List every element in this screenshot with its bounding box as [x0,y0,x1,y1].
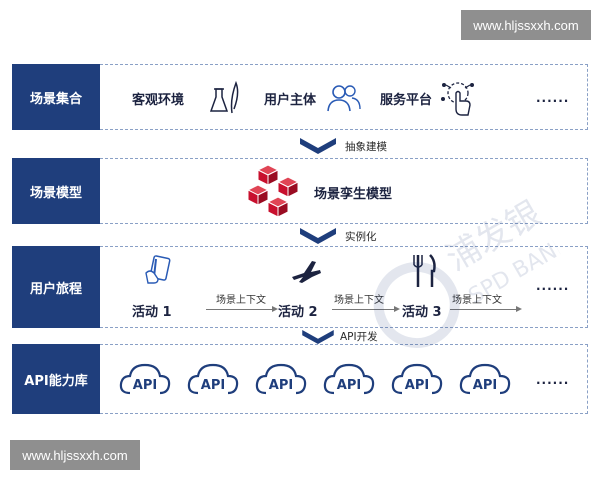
activity-1: 活动 1 [132,305,172,320]
api-label: API [405,378,429,393]
row-api-library: API能力库 API API API API API API ...... [12,344,588,414]
cloud-icon: API [323,363,375,395]
cloud-icon: API [255,363,307,395]
activity-2: 活动 2 [278,305,318,320]
cube-stack-icon [248,164,300,218]
context-label-3: 场景上下文 [452,295,502,306]
connector-abstract-modeling: 抽象建模 [345,141,387,153]
more-ellipsis: ...... [536,373,570,387]
flask-feather-icon [210,80,239,114]
row-scene-collection: 场景集合 客观环境 用户主体 服务平台 ...... [12,64,588,130]
fork-knife-icon [413,254,436,287]
api-cloud-item: API [458,361,512,399]
api-cloud-item: API [254,361,308,399]
row-label-user-journey: 用户旅程 [12,246,100,328]
row-label-scene-collection: 场景集合 [12,64,100,130]
item-user-subject: 用户主体 [264,93,317,108]
row-scene-model: 场景模型 场景孪生模型 [12,158,588,224]
api-cloud-item: API [186,361,240,399]
connector-api-development: API开发 [340,331,378,343]
arrow-right-icon [272,306,278,312]
api-label: API [201,378,225,393]
watermark-top: www.hljssxxh.com [461,10,591,40]
arrow-line [450,309,518,310]
api-cloud-item: API [322,361,376,399]
cloud-icon: API [187,363,239,395]
arrow-right-icon [516,306,522,312]
card-payment-icon [145,255,171,284]
watermark-bottom: www.hljssxxh.com [10,440,140,470]
connector-instantiation: 实例化 [345,231,377,243]
chevron-down-icon [300,138,336,154]
api-label: API [473,378,497,393]
cloud-icon: API [119,363,171,395]
item-scene-twin-model: 场景孪生模型 [314,187,393,202]
activity-3: 活动 3 [402,305,442,320]
chevron-down-icon [300,228,336,244]
api-label: API [133,378,157,393]
row-user-journey: 用户旅程 活动 1 场景上下文 活动 2 场景上下文 活动 3 场景上下文 ..… [12,246,588,328]
arrow-right-icon [394,306,400,312]
api-label: API [269,378,293,393]
panel-api-library: API API API API API API ...... [100,344,588,414]
touch-tech-icon [441,82,474,116]
item-objective-environment: 客观环境 [132,93,185,108]
arrow-line [332,309,396,310]
context-label-2: 场景上下文 [334,295,384,306]
row-label-scene-model: 场景模型 [12,158,100,224]
row-label-api-library: API能力库 [12,344,100,414]
panel-scene-collection: 客观环境 用户主体 服务平台 ...... [100,64,588,130]
users-icon [327,85,361,112]
api-cloud-item: API [390,361,444,399]
arrow-line [206,309,274,310]
item-service-platform: 服务平台 [380,93,433,108]
panel-user-journey: 活动 1 场景上下文 活动 2 场景上下文 活动 3 场景上下文 ...... [100,246,588,328]
api-label: API [337,378,361,393]
context-label-1: 场景上下文 [216,295,266,306]
more-ellipsis: ...... [536,91,570,105]
airplane-icon [292,261,321,283]
panel-scene-model: 场景孪生模型 [100,158,588,224]
cloud-icon: API [459,363,511,395]
more-ellipsis: ...... [536,279,570,293]
api-cloud-item: API [118,361,172,399]
chevron-down-icon [302,330,334,344]
cloud-icon: API [391,363,443,395]
